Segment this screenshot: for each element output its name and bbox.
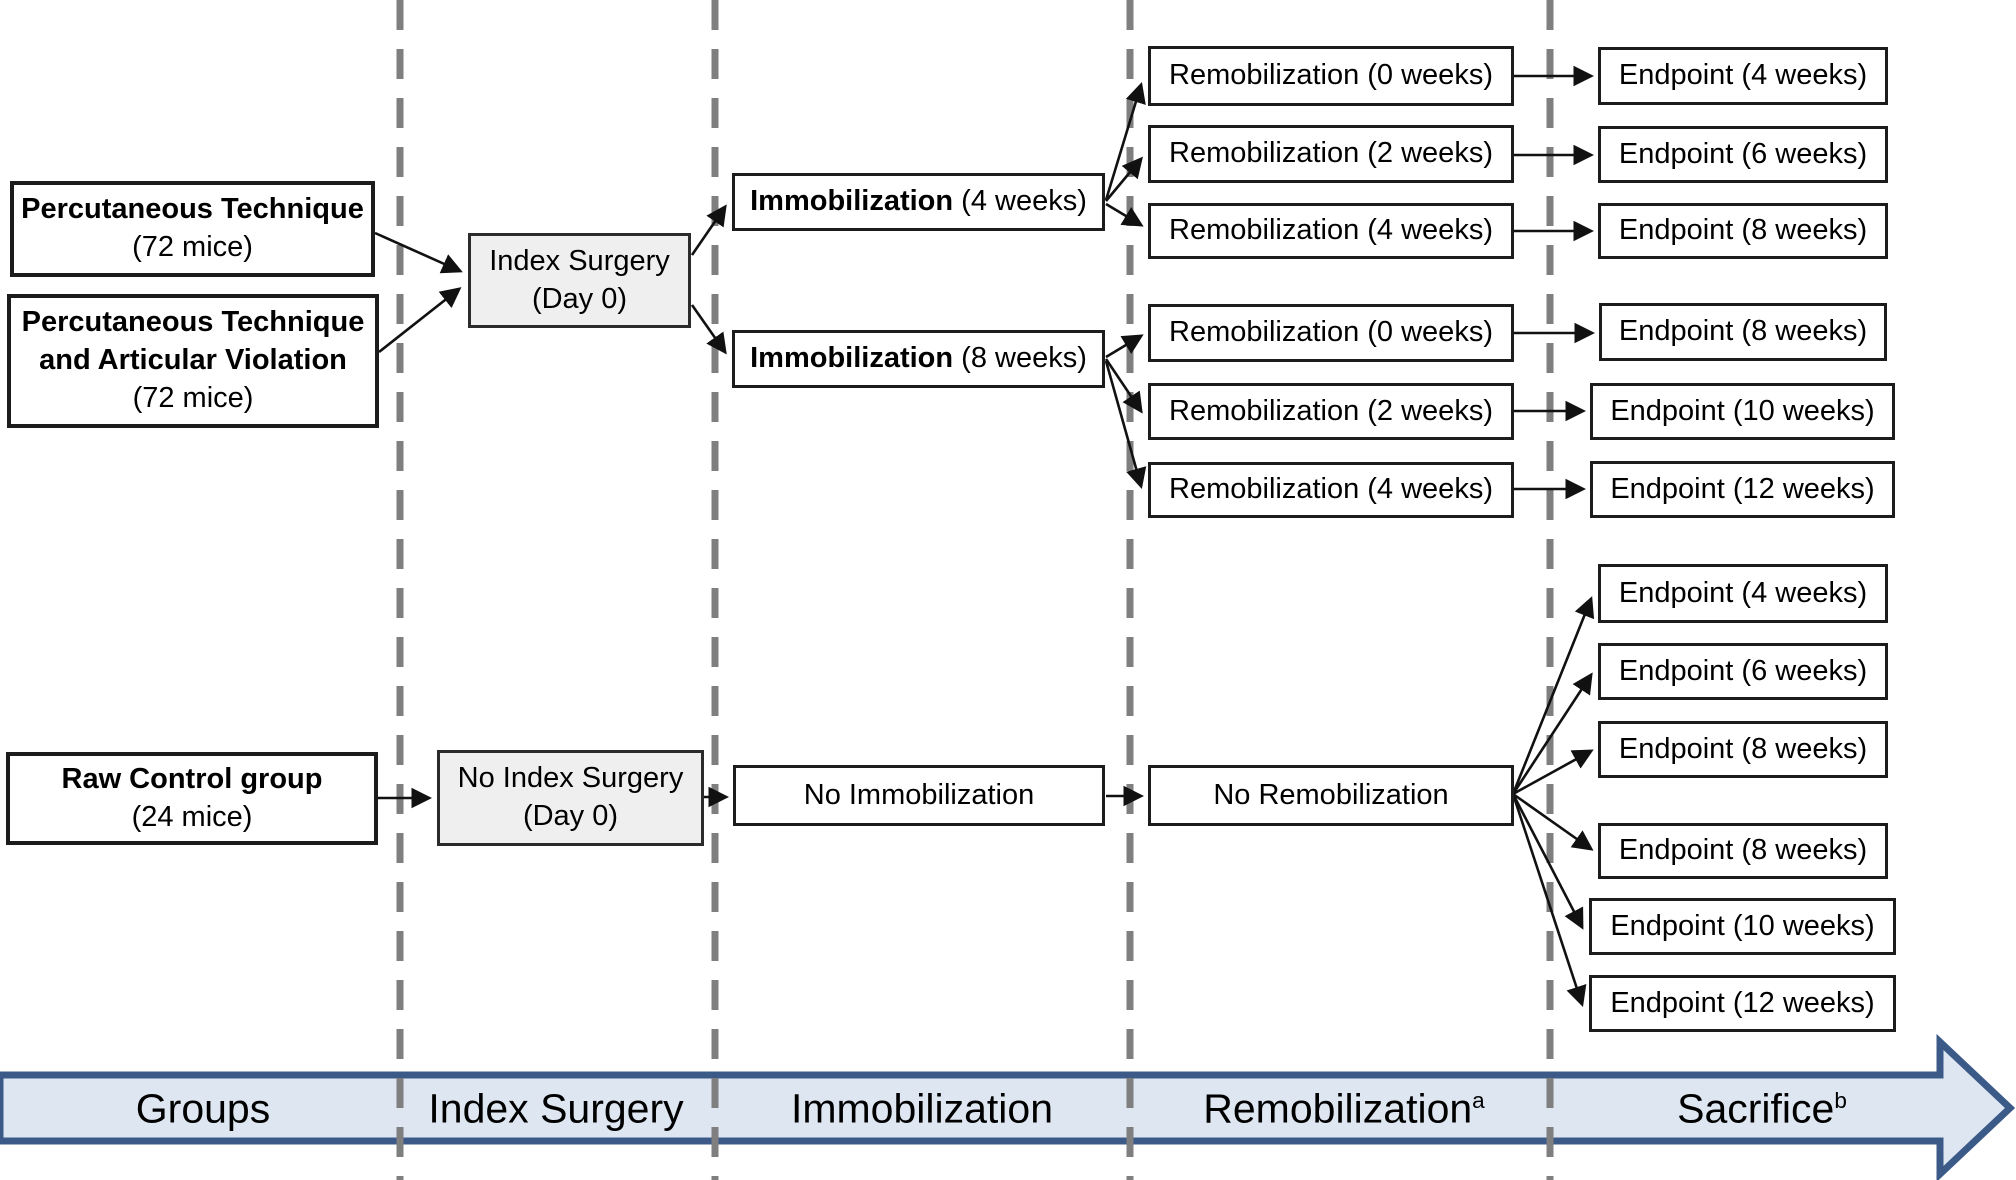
connector [1512,749,1594,796]
node-label: Remobilization (4 weeks) [1169,473,1493,506]
node-label: Endpoint (6 weeks) [1618,654,1868,687]
node-endpoint-4wk-0: Endpoint (4 weeks) [1598,47,1888,105]
node-line1: No Index Surgery [457,762,684,795]
node-control-endpoint-4: Endpoint (10 weeks) [1589,898,1896,955]
connector [1511,672,1593,795]
node-subtitle: (72 mice) [132,381,254,414]
phase-label-sacrifice: Sacrificeb [1677,1085,1847,1132]
node-endpoint-8wk-1: Endpoint (10 weeks) [1590,383,1895,440]
node-label: Remobilization (0 weeks) [1169,316,1493,349]
node-subtitle: (72 mice) [132,231,253,263]
node-remobilization-4wk-2: Remobilization (2 weeks) [1148,125,1514,183]
connector [1104,82,1146,201]
connector [1511,793,1584,930]
node-endpoint-4wk-2: Endpoint (8 weeks) [1598,203,1888,259]
node-label: Remobilization (4 weeks) [1169,214,1493,247]
node-immobilization-4wk: Immobilization (4 weeks) [732,173,1105,231]
connector [690,204,727,256]
node-no-index-surgery: No Index Surgery (Day 0) [437,750,704,846]
node-group-percutaneous: Percutaneous Technique (72 mice) [10,181,375,277]
connector [1105,156,1143,202]
phase-label-index-surgery: Index Surgery [428,1085,684,1132]
node-label: Endpoint (12 weeks) [1610,472,1875,505]
node-group-percutaneous-articular: Percutaneous Technique and Articular Vio… [7,294,379,428]
phase-label-groups: Groups [135,1085,271,1132]
node-title: Percutaneous Technique [21,193,364,226]
node-label: Endpoint (8 weeks) [1618,732,1868,765]
connector [374,231,463,274]
node-label: Endpoint (4 weeks) [1618,59,1868,92]
node-line2: (Day 0) [531,282,628,315]
node-endpoint-4wk-1: Endpoint (6 weeks) [1598,126,1888,183]
node-label: Remobilization (0 weeks) [1169,59,1493,92]
node-label: No Remobilization [1213,778,1449,811]
node-no-remobilization: No Remobilization [1148,765,1514,826]
phase-label-immobilization: Immobilization [790,1085,1054,1132]
node-label: Endpoint (6 weeks) [1618,137,1868,170]
node-title: Raw Control group [61,762,323,795]
node-raw-control: Raw Control group (24 mice) [6,752,378,845]
node-control-endpoint-0: Endpoint (4 weeks) [1598,564,1888,623]
node-line1: Index Surgery [489,244,670,277]
connector [1511,793,1587,1007]
node-label: Endpoint (10 weeks) [1610,394,1875,427]
node-remobilization-8wk-2: Remobilization (2 weeks) [1148,383,1514,440]
connector [1511,596,1595,795]
node-subtitle: (24 mice) [131,800,253,833]
node-label: Endpoint (10 weeks) [1610,909,1875,942]
connector [1105,202,1144,227]
node-control-endpoint-1: Endpoint (6 weeks) [1598,643,1888,700]
node-label: Immobilization (8 weeks) [750,342,1087,375]
node-label: Endpoint (4 weeks) [1618,576,1868,609]
connector [1104,360,1147,490]
node-control-endpoint-2: Endpoint (8 weeks) [1598,721,1888,778]
node-label: Endpoint (12 weeks) [1610,986,1875,1019]
node-remobilization-4wk-0: Remobilization (0 weeks) [1148,46,1514,106]
node-label: Endpoint (8 weeks) [1618,834,1868,867]
node-line2: (Day 0) [522,800,619,832]
node-remobilization-8wk-4: Remobilization (4 weeks) [1148,462,1514,518]
node-label: Remobilization (2 weeks) [1169,394,1493,427]
node-control-endpoint-3: Endpoint (8 weeks) [1598,823,1888,879]
node-control-endpoint-5: Endpoint (12 weeks) [1589,975,1896,1032]
timeline-arrow [0,1033,2016,1180]
connector [1104,358,1143,414]
connector [378,287,462,354]
node-remobilization-8wk-0: Remobilization (0 weeks) [1148,304,1514,362]
node-remobilization-4wk-4: Remobilization (4 weeks) [1148,203,1514,259]
node-label: Endpoint (8 weeks) [1618,214,1868,247]
node-immobilization-8wk: Immobilization (8 weeks) [732,330,1105,388]
node-no-immobilization: No Immobilization [733,765,1105,826]
phase-label-remobilization: Remobilizationa [1203,1085,1485,1132]
node-index-surgery: Index Surgery (Day 0) [468,233,691,328]
node-title: Percutaneous Technique and Articular Vio… [21,306,365,377]
node-label: Immobilization (4 weeks) [750,185,1087,218]
node-endpoint-8wk-0: Endpoint (8 weeks) [1599,303,1887,361]
node-endpoint-8wk-2: Endpoint (12 weeks) [1590,461,1895,518]
connector [690,304,727,355]
node-label: Endpoint (8 weeks) [1618,315,1868,348]
connector [1105,334,1144,359]
node-label: No Immobilization [803,778,1035,811]
node-label: Remobilization (2 weeks) [1169,137,1493,170]
connector [1512,792,1594,851]
